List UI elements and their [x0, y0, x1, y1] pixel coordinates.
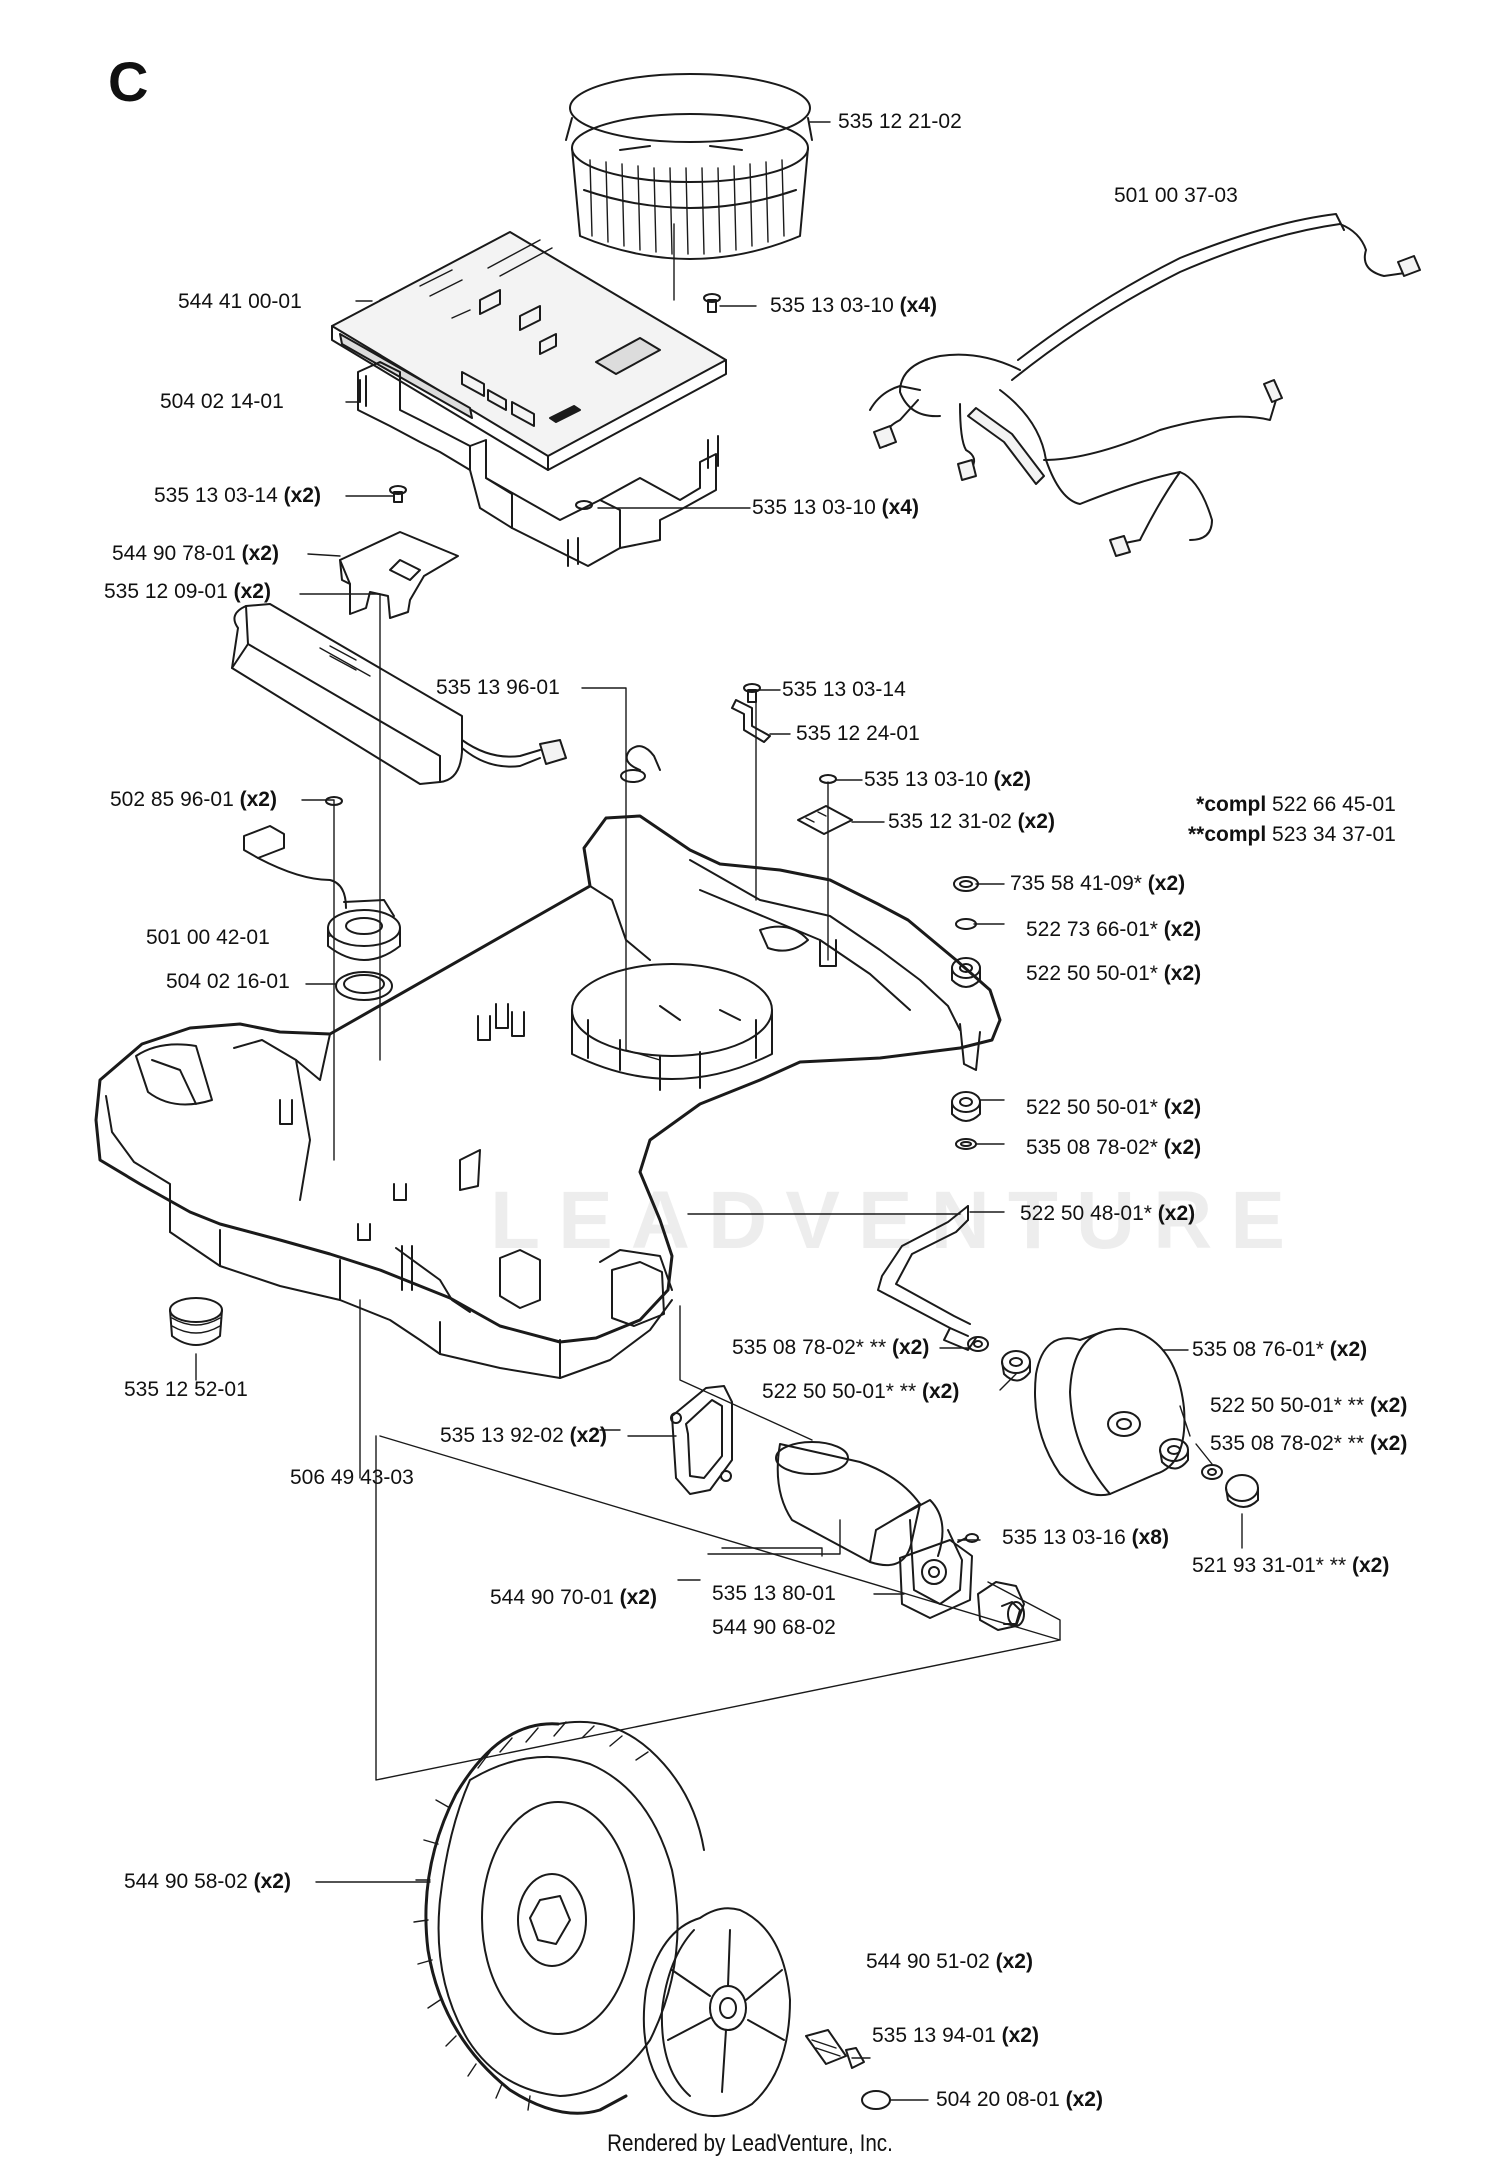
callout-522-50-50-01-upper: 522 50 50-01* (x2) — [1026, 962, 1202, 985]
seal-ring-part — [335, 971, 393, 1001]
leader-lines — [195, 121, 1243, 2101]
center-cap-part — [861, 2090, 891, 2110]
drive-wheel-part — [413, 1720, 705, 2115]
callout-535-13-03-10-top: 535 13 03-10 (x4) — [770, 294, 937, 317]
callout-522-50-50-01-middle: 522 50 50-01* (x2) — [1026, 1096, 1202, 1119]
callout-544-90-68-02: 544 90 68-02 — [712, 1616, 836, 1639]
axle-part — [877, 1205, 977, 1351]
section-letter: C — [108, 50, 149, 113]
callout-522-50-50-01-front-right: 522 50 50-01* ** (x2) — [1210, 1394, 1408, 1417]
callout-504-02-16-01: 504 02 16-01 — [166, 970, 290, 993]
flange-screw-part — [957, 1533, 979, 1543]
front-wheel-part — [1034, 1327, 1186, 1496]
coupling-part — [977, 1581, 1025, 1631]
callout-535-12-09-01: 535 12 09-01 (x2) — [104, 580, 271, 603]
callout-535-13-03-16: 535 13 03-16 (x8) — [1002, 1526, 1169, 1549]
compl-note-1: *compl 522 66 45-01 — [1196, 793, 1396, 816]
callout-535-13-03-14-left: 535 13 03-14 (x2) — [154, 484, 321, 507]
right-bearing-stack — [951, 876, 981, 1150]
board-bracket-part — [357, 361, 719, 567]
callout-544-90-58-02: 544 90 58-02 (x2) — [124, 1870, 291, 1893]
callout-544-90-70-01: 544 90 70-01 (x2) — [490, 1586, 657, 1609]
callout-535-08-78-02-front-left: 535 08 78-02* ** (x2) — [732, 1336, 930, 1359]
callout-535-08-76-01: 535 08 76-01* (x2) — [1192, 1338, 1368, 1361]
callout-522-73-66-01: 522 73 66-01* (x2) — [1026, 918, 1202, 941]
chassis-body-part — [94, 814, 1002, 1379]
callout-521-93-31-01: 521 93 31-01* ** (x2) — [1192, 1554, 1390, 1577]
plug-part — [169, 1297, 223, 1346]
callout-535-13-03-10-mid: 535 13 03-10 (x4) — [752, 496, 919, 519]
callout-506-49-43-03: 506 49 43-03 — [290, 1466, 414, 1489]
compl-note-2: **compl 523 34 37-01 — [1188, 823, 1396, 846]
hub-cap-part — [642, 1907, 791, 2117]
callout-535-12-24-01: 535 12 24-01 — [796, 722, 920, 745]
front-right-washers — [1159, 1438, 1259, 1508]
callout-544-41-00-01: 544 41 00-01 — [178, 290, 302, 313]
callout-501-00-37-03: 501 00 37-03 — [1114, 184, 1238, 207]
callout-535-13-03-10-lower: 535 13 03-10 (x2) — [864, 768, 1031, 791]
battery-pack-part — [231, 603, 567, 785]
callout-535-12-21-02: 535 12 21-02 — [838, 110, 962, 133]
callout-735-58-41-09: 735 58 41-09* (x2) — [1010, 872, 1186, 895]
buzzer-part — [243, 825, 401, 961]
callout-535-13-03-14-right: 535 13 03-14 — [782, 678, 906, 701]
callout-504-20-08-01: 504 20 08-01 (x2) — [936, 2088, 1103, 2111]
circuit-board-part — [331, 231, 727, 471]
callout-535-08-78-02-upper: 535 08 78-02* (x2) — [1026, 1136, 1202, 1159]
callout-535-13-92-02: 535 13 92-02 (x2) — [440, 1424, 607, 1447]
battery-holder-part — [339, 531, 459, 619]
compl-notes: *compl 522 66 45-01 **compl 523 34 37-01 — [1188, 790, 1396, 850]
clip-part — [620, 745, 661, 783]
callout-535-13-80-01: 535 13 80-01 — [712, 1582, 836, 1605]
wheel-bolt-part — [805, 2029, 865, 2069]
callout-501-00-42-01: 501 00 42-01 — [146, 926, 270, 949]
callout-535-12-31-02: 535 12 31-02 (x2) — [888, 810, 1055, 833]
wheel-motor-part — [775, 1441, 973, 1619]
callout-535-08-78-02-front-right: 535 08 78-02* ** (x2) — [1210, 1432, 1408, 1455]
front-left-washers — [967, 1336, 1031, 1382]
callout-535-12-52-01: 535 12 52-01 — [124, 1378, 248, 1401]
callout-522-50-48-01: 522 50 48-01* (x2) — [1020, 1202, 1196, 1225]
collar-ring-part — [565, 73, 813, 260]
wire-harness-part — [869, 213, 1421, 557]
callout-502-85-96-01: 502 85 96-01 (x2) — [110, 788, 277, 811]
small-plate-part — [797, 805, 853, 835]
callout-522-50-50-01-front-left: 522 50 50-01* ** (x2) — [762, 1380, 960, 1403]
callout-544-90-78-01: 544 90 78-01 (x2) — [112, 542, 279, 565]
gasket-part — [670, 1385, 733, 1495]
footer-credit: Rendered by LeadVenture, Inc. — [607, 2130, 893, 2157]
callout-535-13-96-01: 535 13 96-01 — [436, 676, 560, 699]
callout-544-90-51-02: 544 90 51-02 (x2) — [866, 1950, 1033, 1973]
bracket-plate-part — [731, 699, 771, 743]
callout-535-13-94-01: 535 13 94-01 (x2) — [872, 2024, 1039, 2047]
callout-504-02-14-01: 504 02 14-01 — [160, 390, 284, 413]
